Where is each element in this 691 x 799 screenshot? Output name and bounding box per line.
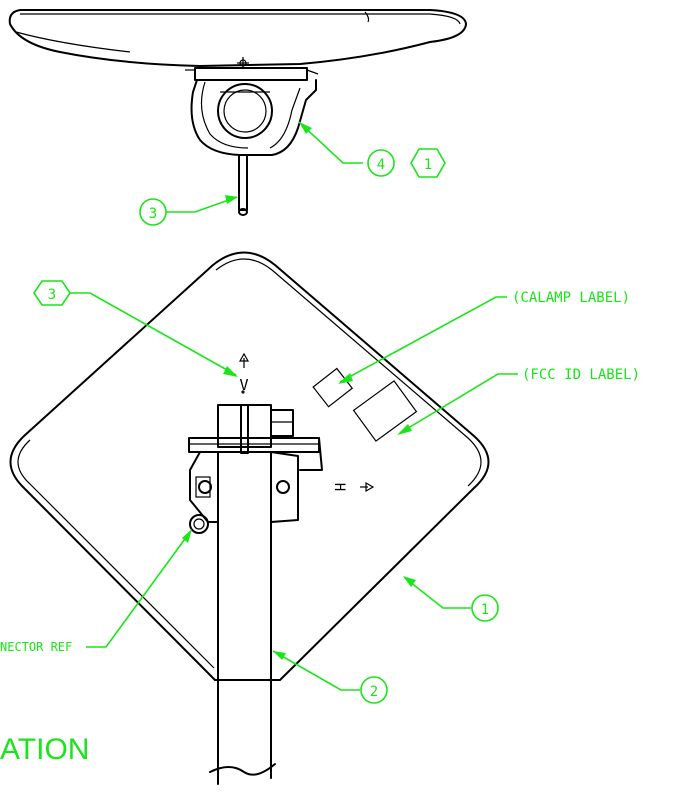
callout-2-front: 2 <box>272 650 388 704</box>
connector-ref-text: NECTOR REF <box>0 640 72 654</box>
horizontal-marker: H <box>331 481 375 493</box>
cable-stub <box>238 154 248 211</box>
horizontal-label: H <box>331 483 347 491</box>
callout-3-number: 3 <box>149 206 157 222</box>
fcc-label-callout: (FCC ID LABEL) <box>397 367 640 435</box>
vertical-marker: V <box>238 352 250 394</box>
mast-pipe <box>209 451 276 785</box>
calamp-label-callout: (CALAMP LABEL) <box>338 290 630 384</box>
fcc-label-area <box>352 380 418 442</box>
connector-ref-callout: NECTOR REF <box>0 529 192 654</box>
pipe-section-outer <box>217 83 273 139</box>
antenna-body <box>9 251 490 681</box>
vertical-label: V <box>239 376 248 394</box>
callout-4-number: 4 <box>377 157 385 173</box>
connector <box>189 514 209 534</box>
callout-1-front: 1 <box>403 576 499 622</box>
callout-3-top: 3 <box>139 195 238 226</box>
calamp-label-area <box>312 367 354 408</box>
calamp-label-text: (CALAMP LABEL) <box>512 290 630 306</box>
callout-1-note-number: 1 <box>424 157 432 173</box>
clamp-assembly <box>188 390 323 523</box>
fcc-label-text: (FCC ID LABEL) <box>522 367 640 383</box>
mount-plate <box>194 67 308 81</box>
callout-4: 4 <box>298 121 395 177</box>
clamp-bracket <box>190 79 317 156</box>
callout-1-front-number: 1 <box>481 602 489 618</box>
view-title: ATION <box>0 733 89 766</box>
callout-3-front: 3 <box>33 280 238 377</box>
callout-2-front-number: 2 <box>370 684 378 700</box>
callout-1-note: 1 <box>410 148 446 178</box>
pipe-section-inner <box>223 89 267 133</box>
front-view: V H <box>9 251 490 785</box>
top-view <box>8 9 467 216</box>
callout-3-front-number: 3 <box>48 287 56 303</box>
antenna-disc <box>8 9 467 67</box>
